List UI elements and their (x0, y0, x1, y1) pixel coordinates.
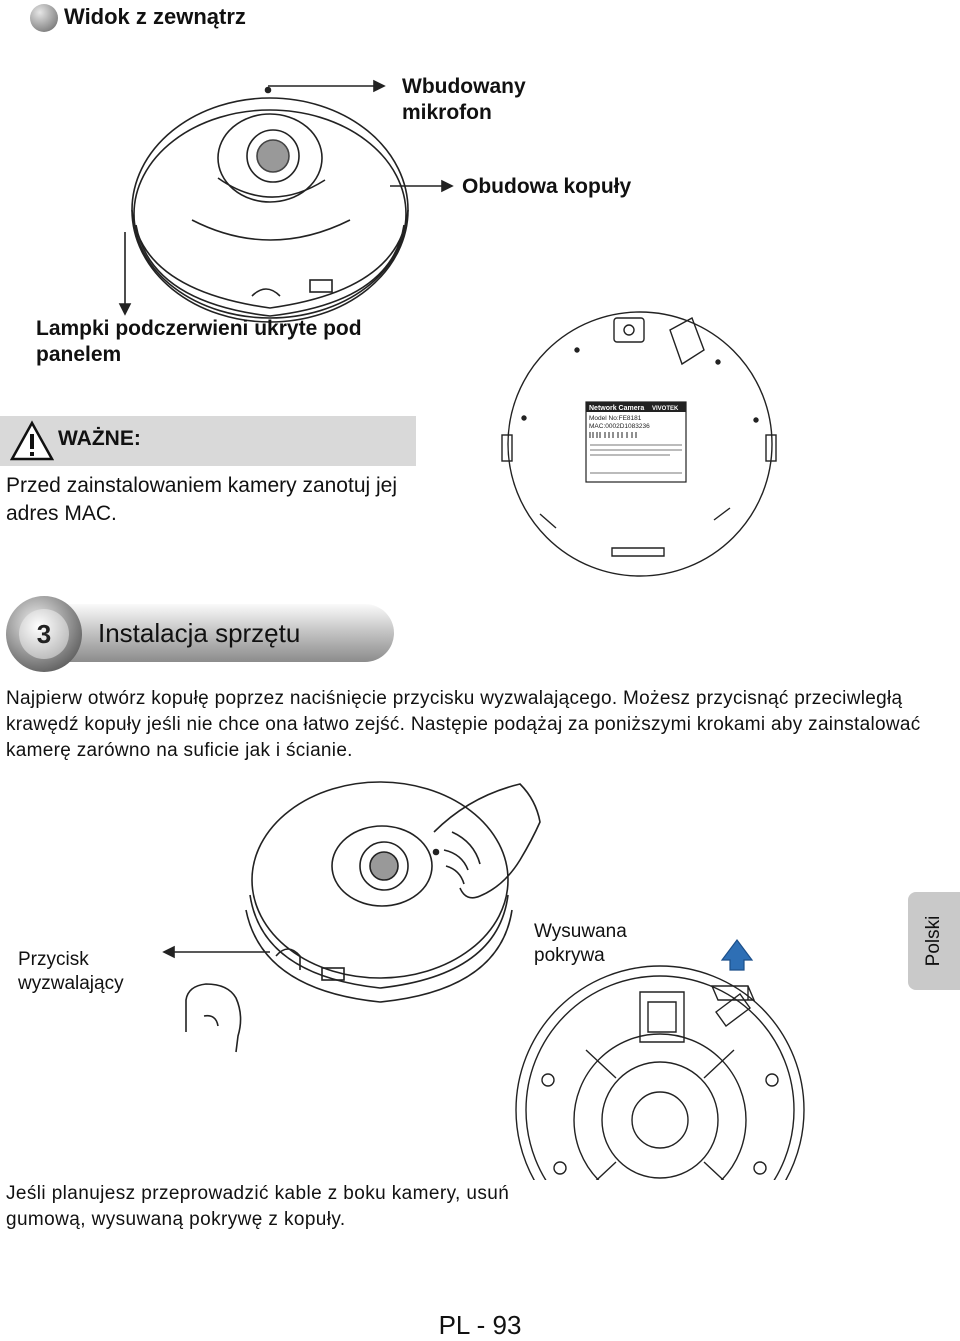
page-number: PL - 93 (438, 1310, 522, 1340)
label-microphone: Wbudowany mikrofon (402, 75, 526, 124)
label-mac: MAC:0002D1083236 (589, 423, 650, 430)
important-title: WAŻNE: (58, 427, 141, 450)
section-bullet-icon (30, 4, 58, 32)
label-model: Model No:FE8181 (589, 415, 642, 422)
label-ir-leds: Lampki podczerwieni ukryte pod panelem (36, 317, 362, 366)
label-brand: VIVOTEK (652, 406, 679, 412)
installation-diagram (162, 781, 805, 1180)
label-dome-cover: Obudowa kopuły (462, 175, 632, 198)
caption-text: Jeśli planujesz przeprowadzić kable z bo… (6, 1183, 510, 1230)
barcode (589, 432, 637, 438)
language-tab-label: Polski (923, 915, 944, 967)
step-title: Instalacja sprzętu (98, 618, 301, 648)
instructions-text: Najpierw otwórz kopułę poprzez naciśnięc… (6, 688, 921, 761)
label-heading: Network Camera (589, 405, 644, 412)
warning-icon (10, 420, 54, 461)
section-title: Widok z zewnątrz (64, 4, 246, 29)
label-sliding-cover: Wysuwana pokrywa (534, 921, 627, 966)
label-release-button: Przycisk wyzwalający (18, 949, 124, 994)
step-number: 3 (19, 609, 69, 659)
important-text: Przed zainstalowaniem kamery zanotuj jej… (6, 474, 398, 525)
language-tab: Polski (908, 892, 960, 990)
camera-exterior-diagram: Network Camera VIVOTEK Model No:FE8181 M… (118, 79, 777, 577)
important-banner (0, 416, 416, 466)
step-number-badge: 3 (6, 596, 82, 672)
